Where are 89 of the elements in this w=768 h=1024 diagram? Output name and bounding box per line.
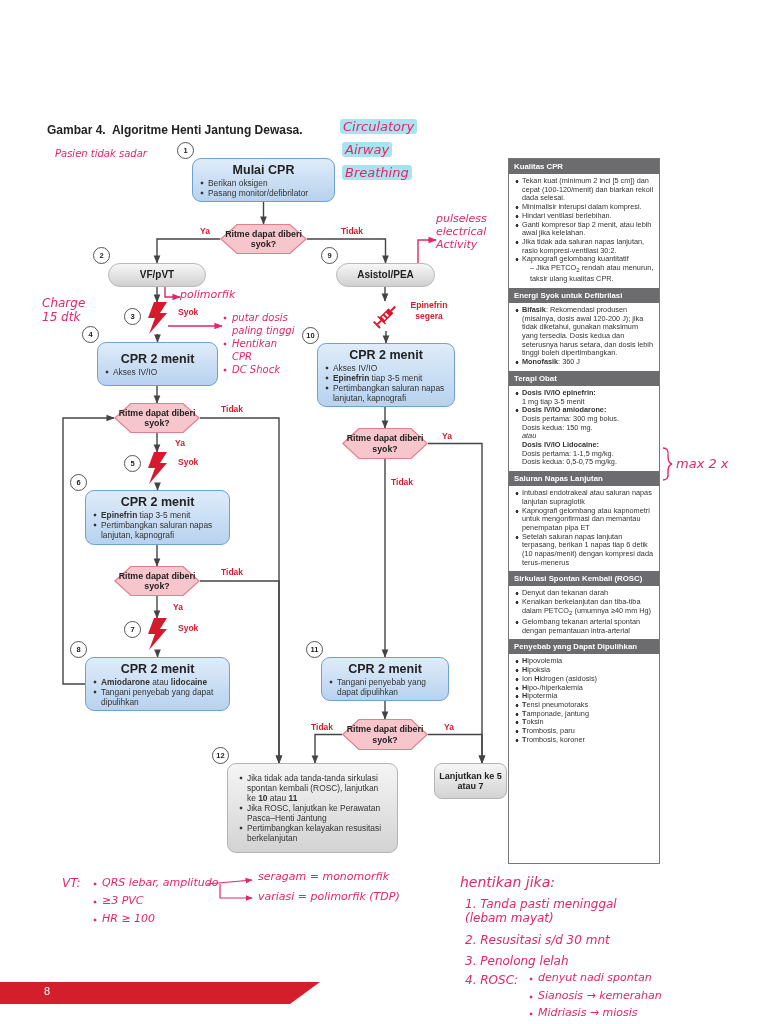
box-heading: CPR 2 menit <box>119 351 196 367</box>
action-label: Syok <box>178 457 199 468</box>
handwritten-note: max 2 x <box>676 456 729 471</box>
lightning-icon <box>146 302 168 334</box>
handwritten-note: Circulatory <box>340 119 418 134</box>
edge-label: Ya <box>199 226 211 236</box>
box-label: VF/pVT <box>138 269 176 281</box>
box-heading: CPR 2 menit <box>119 661 196 677</box>
arrow <box>154 482 161 491</box>
handwritten-note: Sianosis → kemerahan <box>528 989 662 1002</box>
edge-label: Tidak <box>220 567 244 577</box>
process-box <box>227 763 398 853</box>
edge-label: Ya <box>443 722 455 732</box>
arrow <box>260 201 267 225</box>
arrow <box>153 595 161 619</box>
annotation-arrow <box>417 236 437 264</box>
arrow <box>306 238 389 264</box>
handwritten-note: HR ≥ 100 <box>92 912 156 925</box>
arrow <box>381 700 389 720</box>
handwritten-note: hentikan jika: <box>460 874 555 890</box>
box-heading: CPR 2 menit <box>347 661 423 677</box>
arrow <box>154 333 161 343</box>
edge-label: Ya <box>441 431 453 441</box>
lightning-icon <box>146 618 168 650</box>
handwritten-note: polimorfik <box>180 288 237 301</box>
decision-text: Ritme dapat diberi syok? <box>345 724 425 745</box>
handwritten-note: Airway <box>342 142 393 157</box>
decision-text: Ritme dapat diberi syok? <box>224 228 303 250</box>
arrow <box>153 544 161 567</box>
annotation-arrow <box>167 322 223 330</box>
process-box <box>85 490 230 545</box>
rhythm-box <box>108 263 206 287</box>
handwritten-note: putar dosis paling tinggi <box>222 311 298 337</box>
process-box <box>321 657 449 701</box>
handwritten-note: variasi = polimorfik (TDP) <box>258 890 400 903</box>
handwritten-note: seragam = monomorfik <box>258 870 389 883</box>
process-box <box>97 342 218 386</box>
decision-text: Ritme dapat diberi syok? <box>117 570 197 592</box>
arrow <box>199 580 283 764</box>
box-heading: CPR 2 menit <box>119 495 196 510</box>
action-label: Syok <box>178 307 199 318</box>
edge-label: Tidak <box>220 404 244 414</box>
edge-label: Tidak <box>340 226 364 236</box>
box-heading: Mulai CPR <box>231 162 296 178</box>
arrow <box>381 406 389 429</box>
handwritten-note: denyut nadi spontan <box>528 971 652 984</box>
handwritten-note: 4. ROSC: <box>465 973 519 987</box>
arrow <box>153 286 161 303</box>
handwritten-note: Charge 15 dtk <box>42 296 87 324</box>
arrow <box>381 458 389 658</box>
rhythm-box <box>336 263 435 287</box>
edge-label: Ya <box>174 438 186 448</box>
handwritten-note: 2. Resusitasi s/d 30 mnt <box>465 933 610 947</box>
box-label: Lanjutkan ke 5 atau 7 <box>438 770 503 792</box>
process-box <box>317 343 455 407</box>
arrow <box>382 330 390 344</box>
handwritten-note: Pasien tidak sadar <box>55 148 147 159</box>
arrow <box>154 649 161 658</box>
handwritten-note: QRS lebar, amplitudo <box>92 876 219 889</box>
action-label: Syok <box>178 623 199 634</box>
handwritten-note: pulseless electrical Activity <box>436 212 488 251</box>
decision-text: Ritme dapat diberi syok? <box>117 407 197 429</box>
process-box <box>85 657 230 711</box>
arrow <box>153 238 221 264</box>
page-number: 8 <box>44 985 51 997</box>
process-box <box>434 763 507 799</box>
box-heading: CPR 2 menit <box>348 347 424 363</box>
arrow <box>153 385 161 404</box>
diagram-title: Gambar 4. Algoritme Henti Jantung Dewasa. <box>47 123 303 137</box>
handwritten-note: Midriasis → miosis <box>528 1006 638 1019</box>
lightning-icon <box>146 452 168 484</box>
handwritten-note: VT: <box>62 876 81 890</box>
arrow <box>62 414 115 685</box>
process-box <box>192 158 335 202</box>
edge-label: Tidak <box>310 722 334 732</box>
arrow <box>153 432 161 453</box>
action-label: Epinefrin segera <box>409 300 449 322</box>
arrow <box>427 733 486 764</box>
handwritten-note: 1. Tanda pasti meninggal (lebam mayat) <box>465 897 618 925</box>
edge-label: Tidak <box>390 477 414 487</box>
box-label: Asistol/PEA <box>356 269 415 281</box>
annotation-arrow <box>164 286 181 301</box>
handwritten-note: Breathing <box>342 165 412 180</box>
decision-text: Ritme dapat diberi syok? <box>345 433 425 454</box>
handwritten-note: 3. Penolong lelah <box>465 954 569 968</box>
arrow <box>381 286 389 302</box>
edge-label: Ya <box>172 602 184 612</box>
handwritten-note: ≥3 PVC <box>92 894 144 907</box>
arrow <box>311 733 343 764</box>
